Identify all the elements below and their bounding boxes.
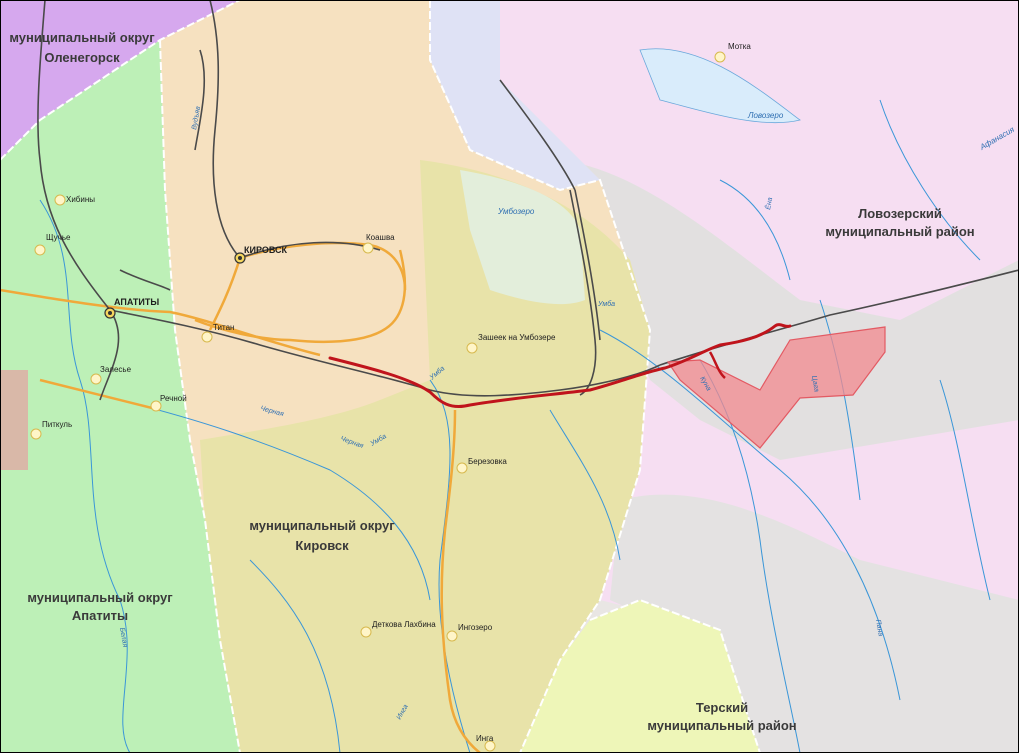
settlement-label-detkova: Деткова Лахбина [372,620,436,629]
settlement-markers [30,51,726,752]
settlement-label-khibiny: Хибины [66,195,95,204]
route-line[interactable] [328,323,792,408]
region-label-olenegorsk-line2: Оленегорск [44,50,120,65]
settlement-marker-shchuchye[interactable] [34,244,46,256]
river-label-umba1: Умба [597,300,615,308]
river-label-pana: Пана [874,619,884,637]
settlement-label-titan: Титан [213,323,234,332]
settlement-marker-inga[interactable] [484,740,496,752]
settlement-label-rechnoy: Речной [160,394,187,403]
settlement-marker-detkova[interactable] [360,626,372,638]
settlement-marker-zalesye[interactable] [90,373,102,385]
settlement-marker-motka[interactable] [714,51,726,63]
west-patch [0,370,28,470]
settlement-label-ingozero: Ингозеро [458,623,493,632]
settlement-label-berezovka: Березовка [468,457,507,466]
roads [0,241,481,753]
region-label-tersky-line1: Терский [696,700,748,715]
lovozero-relief [560,160,1019,460]
settlement-label-pitkul: Питкуль [42,420,72,429]
region-label-olenegorsk-line1: муниципальный округ [9,30,155,45]
settlement-marker-berezovka[interactable] [456,462,468,474]
region-label-apatity-line2: Апатиты [72,608,128,623]
settlement-label-apatity: АПАТИТЫ [114,297,159,307]
water-label-lovozero: Ловозеро [747,111,784,120]
water-label-umbozero: Умбозеро [497,207,535,216]
region-label-tersky-line2: муниципальный район [647,718,796,733]
settlement-marker-zasheek[interactable] [466,342,478,354]
settlement-marker-ingozero[interactable] [446,630,458,642]
settlement-label-kirovsk: КИРОВСК [244,245,288,255]
river-label-yona: Ёна [764,197,774,211]
project-zone-polygon[interactable] [666,326,886,449]
lovozero-lake [639,48,801,124]
rivers [39,99,991,753]
region-labels: муниципальный округ Оленегорск муниципал… [9,30,974,733]
region-label-kirovsk-line2: Кировск [295,538,349,553]
settlement-marker-rechnoy[interactable] [150,400,162,412]
settlement-center-apatity [108,311,112,315]
settlement-center-kirovsk [238,256,242,260]
region-label-lovozero-line1: Ловозерский [858,206,942,221]
route-branch [708,351,726,379]
river-label-tsaga: Цага [810,375,820,393]
tersky-district-area[interactable] [520,600,760,753]
settlement-marker-titan[interactable] [201,331,213,343]
settlement-label-zasheek: Зашеек на Умбозере [478,333,556,342]
settlement-label-zalesye: Залесье [100,365,132,374]
region-label-lovozero-line2: муниципальный район [825,224,974,239]
settlement-marker-pitkul[interactable] [30,428,42,440]
region-label-kirovsk-line1: муниципальный округ [249,518,395,533]
olenegorsk-district-area[interactable] [0,0,240,160]
settlement-marker-koashva[interactable] [362,242,374,254]
settlement-label-koashva: Коашва [366,233,395,242]
settlement-label-inga: Инга [476,734,494,743]
settlement-labels: Мотка Хибины Щучье КИРОВСК Коашва АПАТИТ… [42,42,751,743]
district-borders [0,0,761,753]
apatity-district-area[interactable] [0,40,240,753]
river-label-belaya: Белая [118,627,128,648]
region-label-apatity-line1: муниципальный округ [27,590,173,605]
settlement-marker-khibiny[interactable] [54,194,66,206]
umbozero-basin [430,0,600,190]
settlement-label-shchuchye: Щучье [46,233,71,242]
kirovsk-forest [200,160,650,753]
lovozero-relief-south [610,494,1019,753]
umbozero-lake-area [460,170,585,305]
settlement-label-motka: Мотка [728,42,751,51]
